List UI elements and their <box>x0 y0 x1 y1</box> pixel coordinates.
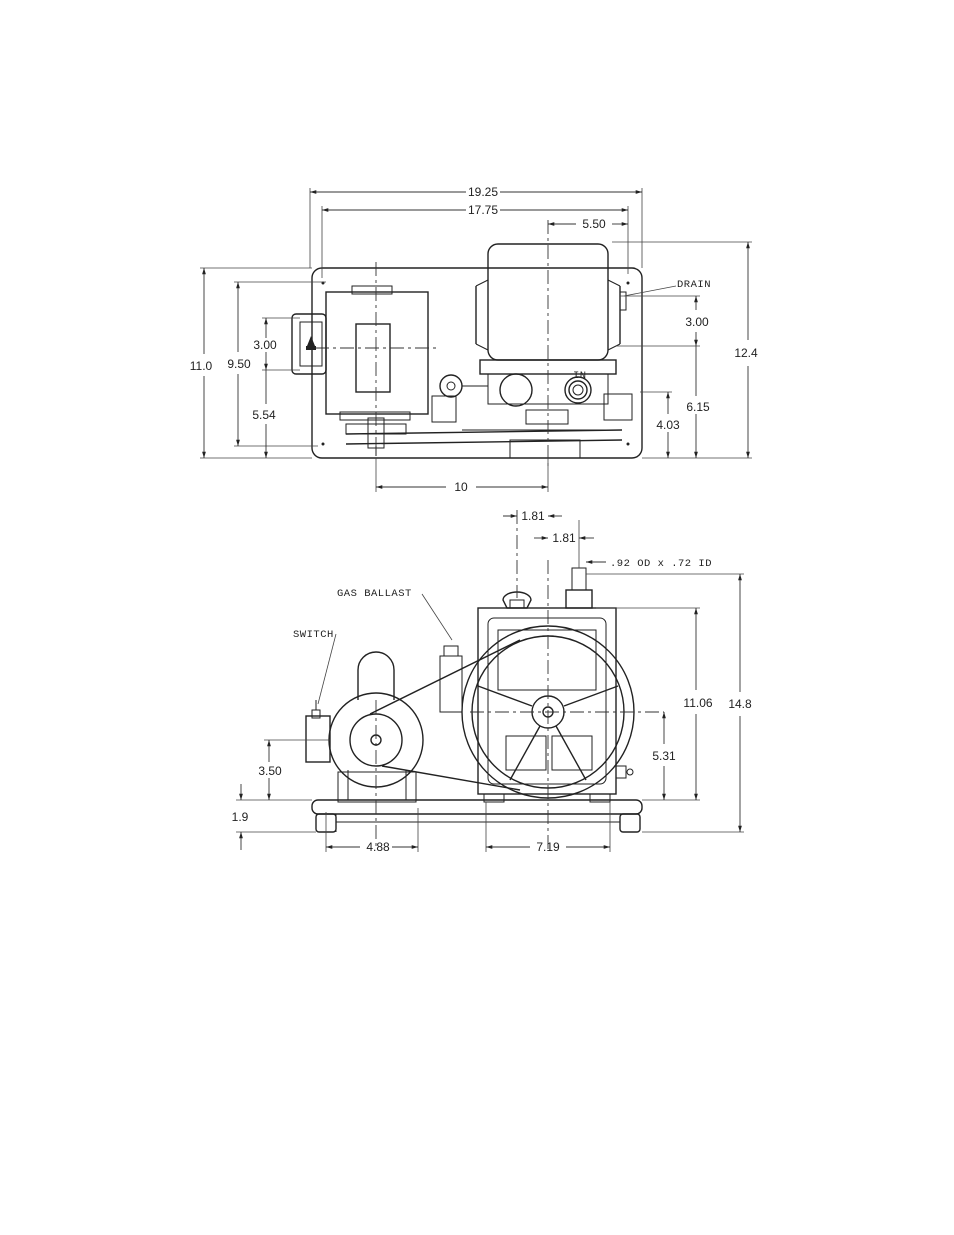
dim-switch-width: 3.00 <box>253 338 277 352</box>
dim-motor-depth: 9.50 <box>227 357 251 371</box>
dim-pump-top: 12.4 <box>734 346 758 360</box>
dim-pump-height: 11.06 <box>683 696 712 710</box>
dim-base-height: 1.9 <box>232 810 249 824</box>
dim-inner-width: 17.75 <box>468 203 498 217</box>
dim-inlet-offset-2: 1.81 <box>552 531 576 545</box>
motor-top <box>315 262 440 455</box>
switch-label: SWITCH <box>293 629 334 641</box>
dim-overall-height: 14.8 <box>728 697 752 711</box>
dim-overall-depth: 11.0 <box>190 359 213 373</box>
switch-box-top <box>291 313 327 375</box>
dim-inlet-offset-1: 1.81 <box>521 509 545 523</box>
motor-side <box>305 651 424 803</box>
dim-motor-foot: 4.88 <box>366 840 390 854</box>
dim-inlet-size: .92 OD x .72 ID <box>610 558 712 570</box>
dim-center-distance: 10 <box>454 480 468 494</box>
dim-pump-lower: 6.15 <box>686 400 710 414</box>
dim-pump-upper: 3.00 <box>685 315 709 329</box>
dim-pump-offset: 5.50 <box>582 217 606 231</box>
dim-flywheel-center: 5.31 <box>652 749 676 763</box>
base-side <box>311 799 643 833</box>
flywheel <box>461 560 664 850</box>
inlet-label: IN <box>573 370 587 382</box>
dim-motor-center: 3.50 <box>258 764 282 778</box>
pump-side <box>477 607 634 803</box>
base-plate-top <box>311 267 643 459</box>
top-view: IN DRAIN 19.25 17.75 5.50 <box>190 185 758 494</box>
dim-pump-foot: 7.19 <box>536 840 560 854</box>
drain-label: DRAIN <box>677 279 711 291</box>
side-view: SWITCH <box>232 509 752 854</box>
dim-motor-offset: 5.54 <box>252 408 276 422</box>
dim-overall-width: 19.25 <box>468 185 498 199</box>
gas-ballast-label: GAS BALLAST <box>337 588 412 600</box>
pump-top: IN <box>475 220 633 470</box>
dim-shaft-offset: 4.03 <box>656 418 680 432</box>
